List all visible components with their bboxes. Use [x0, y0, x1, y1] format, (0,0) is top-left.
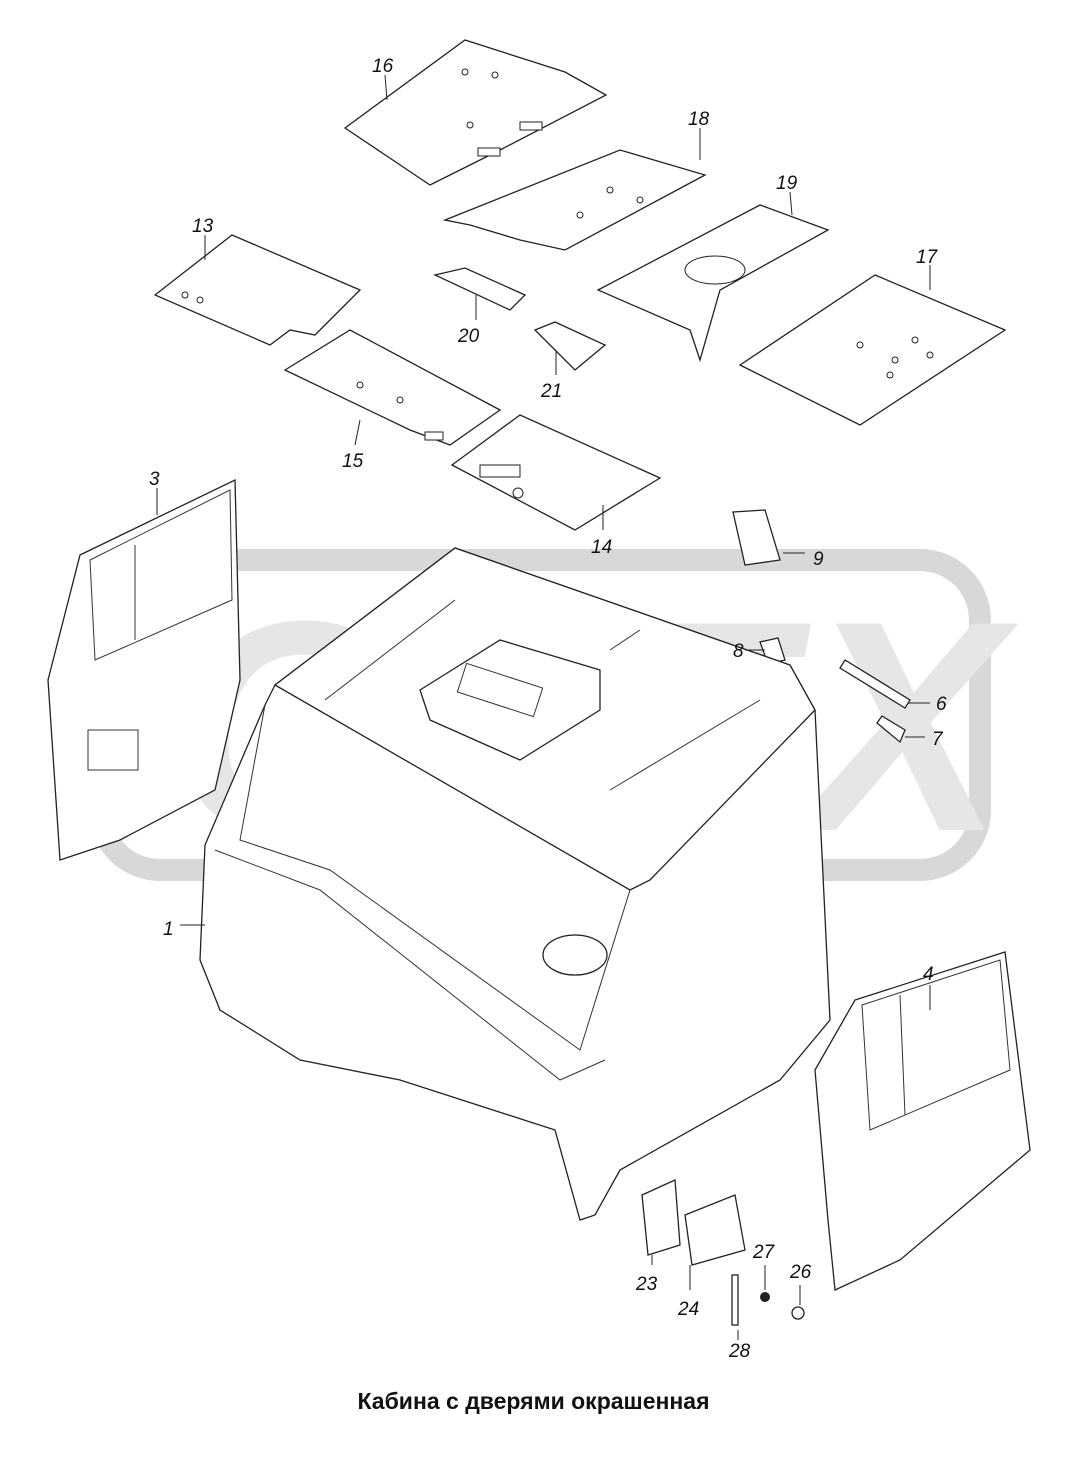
- callout-7: 7: [932, 729, 944, 750]
- callout-3: 3: [149, 469, 160, 490]
- mat-19: [596, 204, 830, 363]
- part-26: [791, 1306, 805, 1320]
- callout-18: 18: [688, 109, 710, 130]
- mat-21: [533, 321, 607, 371]
- door-left: [47, 478, 241, 861]
- leader-lines: [156, 74, 931, 1340]
- callout-19: 19: [776, 173, 798, 194]
- callout-26: 26: [789, 1262, 812, 1283]
- callout-17: 17: [916, 247, 939, 268]
- mat-14: [450, 414, 662, 531]
- callout-6: 6: [936, 694, 947, 715]
- callout-9: 9: [813, 549, 824, 570]
- door-right: [814, 951, 1031, 1291]
- callout-13: 13: [192, 216, 214, 237]
- callout-24: 24: [677, 1299, 699, 1320]
- callout-16: 16: [372, 56, 394, 77]
- callout-23: 23: [635, 1274, 658, 1295]
- mat-17: [738, 274, 1007, 426]
- part-7: [876, 715, 906, 744]
- callout-4: 4: [923, 964, 934, 985]
- callout-15: 15: [342, 451, 364, 472]
- part-23: [641, 1179, 681, 1256]
- cab-body: [199, 547, 831, 1221]
- mat-15: [283, 329, 502, 446]
- part-6: [839, 659, 911, 709]
- callout-8: 8: [733, 641, 744, 662]
- diagram-caption: Кабина с дверями окрашенная: [357, 1388, 710, 1414]
- part-27: [760, 1292, 770, 1302]
- mat-13: [153, 234, 362, 346]
- callout-14: 14: [591, 537, 612, 558]
- callout-27: 27: [752, 1242, 776, 1263]
- part-9: [732, 509, 781, 566]
- callout-1: 1: [163, 919, 174, 940]
- callout-21: 21: [540, 381, 562, 402]
- mat-20: [433, 267, 527, 311]
- mat-16: [343, 39, 608, 186]
- part-24: [684, 1194, 746, 1266]
- callout-20: 20: [457, 326, 480, 347]
- callout-28: 28: [728, 1341, 751, 1362]
- part-28: [731, 1274, 739, 1326]
- mat-18: [442, 149, 707, 251]
